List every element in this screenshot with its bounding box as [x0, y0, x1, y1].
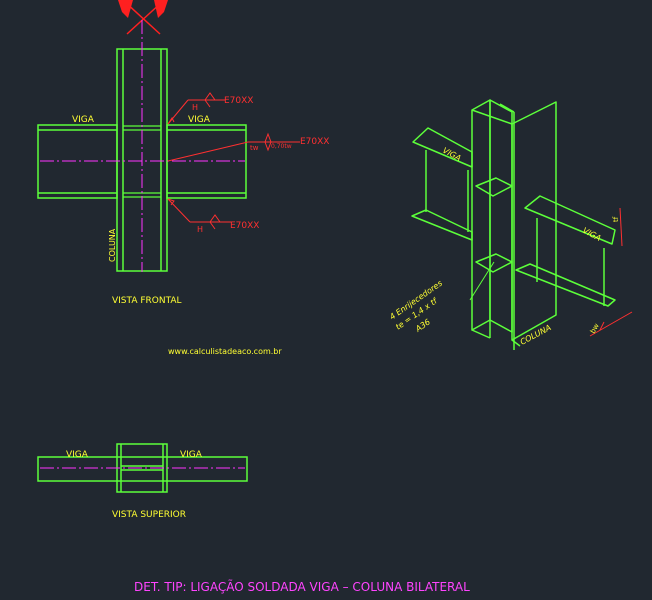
top-label-beam-left: VIGA [66, 450, 89, 460]
column-iso [471, 99, 557, 350]
front-view: H E70XX tw 0,70tw E70XX H E70XX VIGA VIG… [37, 0, 329, 306]
weld-symbol-mid [167, 132, 300, 162]
centerlines-front [40, 20, 245, 272]
weld-bottom-size: H [197, 225, 203, 234]
iso-leader [469, 261, 495, 301]
iso-dimensions [589, 207, 633, 337]
weld-symbol-top [167, 92, 225, 125]
section-marker-icon [118, 0, 168, 35]
weld-mid-size: tw [250, 144, 259, 152]
front-label-beam-right: VIGA [188, 115, 211, 125]
beam-right-iso [515, 195, 616, 307]
website-text: www.calculistadeaco.com.br [168, 347, 282, 356]
beam-right-front [166, 124, 247, 199]
weld-top-spec: E70XX [224, 96, 253, 106]
top-caption: VISTA SUPERIOR [112, 510, 186, 520]
beam-left-front [37, 124, 118, 199]
iso-label-beam-left: VIGA [441, 146, 462, 163]
weld-bottom-spec: E70XX [230, 221, 259, 231]
weld-mid-spec: E70XX [300, 137, 329, 147]
weld-mid-dim: 0,70tw [271, 143, 292, 150]
stiffeners-iso [475, 177, 513, 273]
front-caption: VISTA FRONTAL [112, 296, 182, 306]
front-label-beam-left: VIGA [72, 115, 95, 125]
iso-label-beam-right: VIGA [581, 226, 602, 243]
beam-left-iso [411, 127, 473, 241]
iso-dim-bw: bw [589, 322, 601, 335]
front-label-column: COLUNA [108, 228, 117, 262]
drawing-title: DET. TIP: LIGAÇÃO SOLDADA VIGA – COLUNA … [134, 579, 470, 594]
iso-dim-tf: tf [612, 216, 620, 222]
weld-top-size: H [192, 103, 198, 112]
iso-view [411, 99, 616, 350]
weld-symbol-bottom [167, 198, 232, 230]
top-label-beam-right: VIGA [180, 450, 203, 460]
